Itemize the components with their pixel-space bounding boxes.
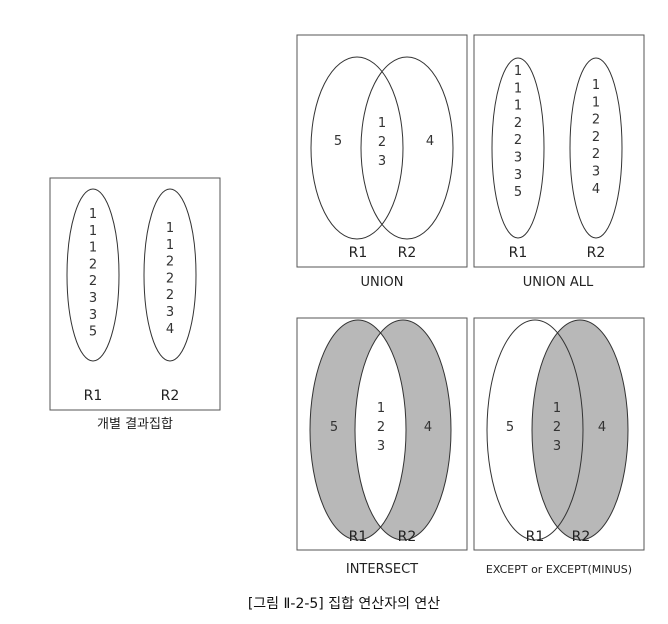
r2-ellipse: [531, 319, 629, 541]
panel-union: 5 1 2 3 4 R1 R2 UNION: [296, 34, 468, 290]
r1-ellipse: [309, 319, 407, 541]
value-item: 3: [553, 439, 561, 454]
value-item: 1: [592, 95, 600, 110]
panel-intersect: 5 1 2 3 4 R1 R2 INTERSECT: [296, 317, 468, 577]
panel-except: 5 1 2 3 4 R1 R2 EXCEPT or EXCEPT(MINUS): [473, 317, 645, 576]
value-item: 1: [166, 221, 174, 236]
value-item: 1: [89, 224, 97, 239]
figure-caption: [그림 Ⅱ-2-5] 집합 연산자의 연산: [248, 596, 440, 612]
left-only-value: 5: [330, 420, 338, 435]
r2-label: R2: [161, 388, 180, 404]
value-item: 2: [592, 113, 600, 128]
panel-individual-frame: [49, 177, 221, 411]
value-item: 2: [592, 130, 600, 145]
r1-ellipse: [491, 57, 545, 239]
intersection-area: [355, 320, 406, 540]
value-item: 3: [514, 151, 522, 166]
r2-ellipse: [143, 188, 197, 362]
r1-label: R1: [349, 529, 368, 545]
value-item: 1: [89, 207, 97, 222]
r2-label: R2: [572, 529, 591, 545]
value-item: 1: [514, 64, 522, 79]
right-only-value: 4: [426, 134, 434, 149]
r2-ellipse: [360, 56, 454, 240]
r2-ellipse: [569, 57, 623, 239]
value-item: 2: [378, 135, 386, 150]
value-item: 1: [514, 81, 522, 96]
r2-label: R2: [398, 529, 417, 545]
panel-caption: UNION ALL: [523, 275, 594, 290]
value-item: 2: [166, 288, 174, 303]
value-item: 1: [378, 116, 386, 131]
value-item: 2: [89, 257, 97, 272]
r1-label: R1: [84, 388, 103, 404]
r1-ellipse: [486, 319, 584, 541]
r2-label: R2: [587, 245, 606, 261]
value-item: 3: [378, 154, 386, 169]
panel-union-frame: [296, 34, 468, 268]
left-only-value: 5: [334, 134, 342, 149]
panel-caption: INTERSECT: [346, 562, 418, 577]
value-item: 1: [166, 238, 174, 253]
value-item: 3: [166, 305, 174, 320]
value-item: 5: [514, 185, 522, 200]
r1-label: R1: [526, 529, 545, 545]
value-item: 1: [553, 401, 561, 416]
value-item: 1: [514, 99, 522, 114]
r1-label: R1: [349, 245, 368, 261]
value-item: 3: [592, 165, 600, 180]
r2-label: R2: [398, 245, 417, 261]
value-item: 4: [592, 182, 600, 197]
value-item: 5: [89, 325, 97, 340]
value-item: 2: [553, 420, 561, 435]
value-item: 2: [514, 116, 522, 131]
panel-intersect-frame: [296, 317, 468, 551]
panel-union-all-frame: [473, 34, 645, 268]
value-item: 3: [89, 291, 97, 306]
r1-ellipse: [66, 188, 120, 362]
right-only-value: 4: [424, 420, 432, 435]
left-only-value: 5: [506, 420, 514, 435]
value-item: 2: [514, 133, 522, 148]
panel-except-frame: [473, 317, 645, 551]
value-item: 2: [592, 147, 600, 162]
panel-union-all: 1 1 1 2 2 3 3 5 1 1 2 2 2 3 4 R1 R2 UNION ALL: [473, 34, 645, 290]
r1-ellipse: [310, 56, 404, 240]
value-item: 3: [377, 439, 385, 454]
value-item: 1: [592, 78, 600, 93]
value-item: 2: [166, 271, 174, 286]
r2-ellipse: [354, 319, 452, 541]
value-item: 3: [514, 168, 522, 183]
value-item: 3: [89, 308, 97, 323]
panel-caption: UNION: [360, 275, 403, 290]
r2-shaded-area: [532, 320, 628, 540]
value-item: 2: [89, 274, 97, 289]
panel-caption: 개별 결과집합: [97, 417, 173, 432]
right-only-value: 4: [598, 420, 606, 435]
value-item: 1: [377, 401, 385, 416]
value-item: 2: [166, 255, 174, 270]
panel-caption: EXCEPT or EXCEPT(MINUS): [486, 563, 632, 576]
value-item: 4: [166, 322, 174, 337]
value-item: 1: [89, 241, 97, 256]
r1-label: R1: [509, 245, 528, 261]
value-item: 2: [377, 420, 385, 435]
